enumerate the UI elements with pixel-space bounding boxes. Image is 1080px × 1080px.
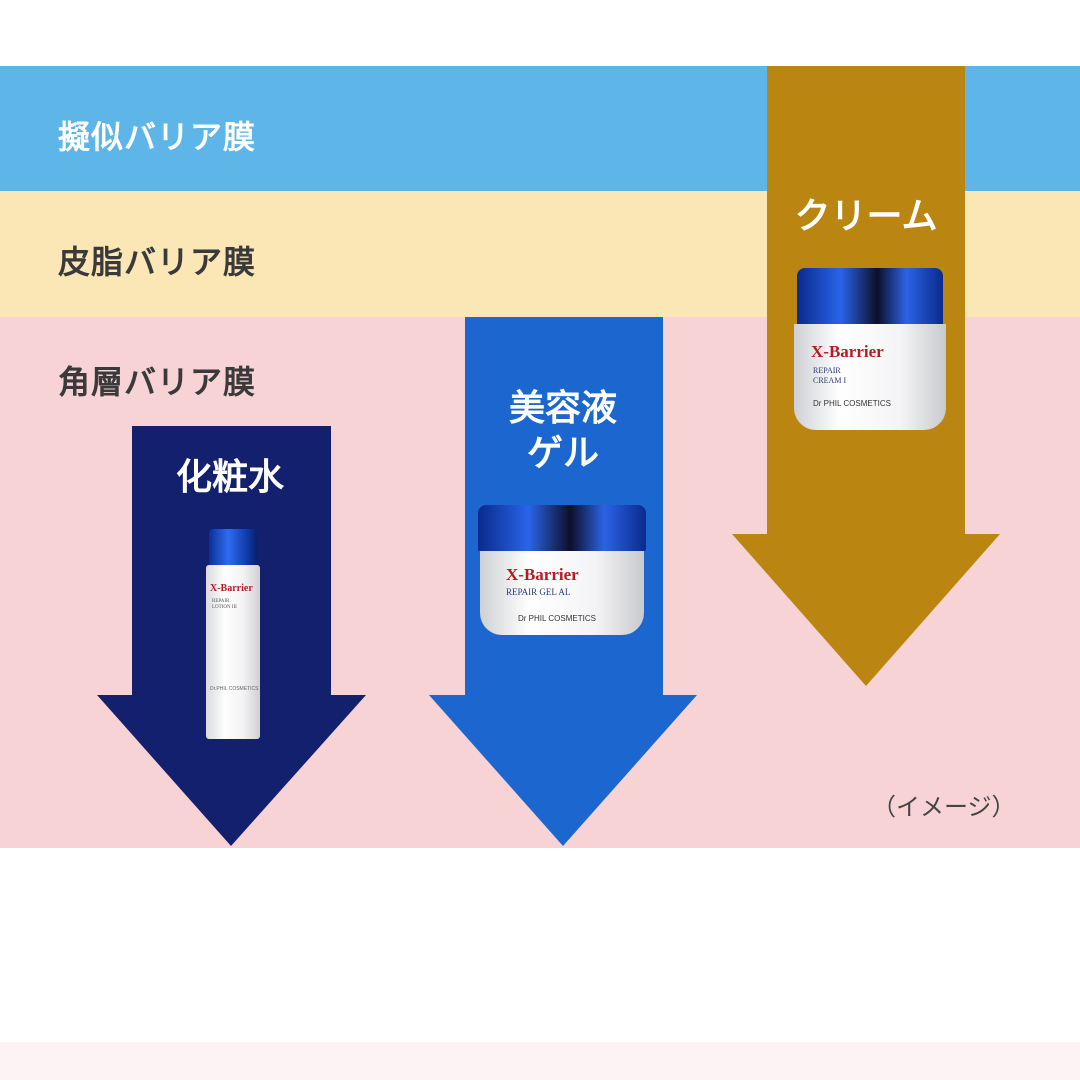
gel-label: 美容液 ゲル (463, 386, 663, 476)
cream-product-name: REPAIR CREAM I (813, 366, 847, 385)
cream-jar-lid (797, 268, 943, 326)
gel-jar-image: X-Barrier REPAIR GEL AL Dr PHIL COSMETIC… (478, 505, 646, 635)
image-note: （イメージ） (872, 793, 1016, 821)
lotion-brand: X-Barrier (210, 583, 253, 594)
cream-brand: X-Barrier (811, 342, 884, 361)
gel-label-line1: 美容液 (508, 388, 617, 429)
lotion-label: 化粧水 (175, 457, 284, 498)
lotion-product-name: REPAIR LOTION III (212, 599, 237, 610)
gel-jar-lid (478, 505, 646, 551)
gel-jar-base (480, 551, 644, 635)
gel-product-name: REPAIR GEL AL (506, 587, 571, 597)
lotion-bottle-image: X-Barrier REPAIR LOTION III Dr.PHIL COSM… (206, 529, 260, 739)
bottom-strip (0, 1042, 1080, 1080)
bottle-cap (209, 529, 257, 567)
bottle-body (206, 565, 260, 739)
pseudo-barrier-label: 擬似バリア膜 (58, 118, 257, 156)
cream-maker: Dr PHIL COSMETICS (813, 399, 891, 408)
gel-maker: Dr PHIL COSMETICS (518, 614, 596, 623)
sebum-barrier-label: 皮脂バリア膜 (58, 243, 257, 281)
gel-brand: X-Barrier (506, 565, 579, 584)
gel-label-line2: ゲル (526, 433, 599, 474)
cream-jar-base (794, 324, 946, 430)
stratum-barrier-label: 角層バリア膜 (58, 363, 257, 401)
lotion-maker: Dr.PHIL COSMETICS (210, 686, 259, 692)
cream-jar-image: X-Barrier REPAIR CREAM I Dr PHIL COSMETI… (794, 268, 946, 430)
cream-label: クリーム (794, 196, 938, 237)
